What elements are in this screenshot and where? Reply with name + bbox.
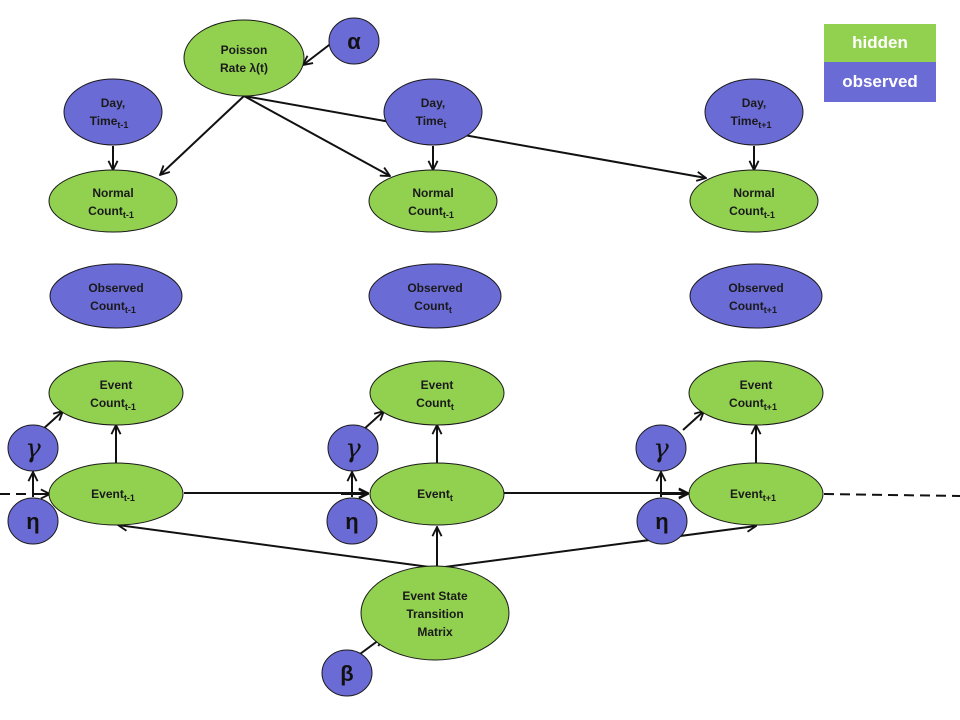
edge-poisson-normal-next (243, 95, 706, 178)
param-eta-next: η (636, 497, 688, 545)
alpha-label: α (347, 29, 361, 54)
svg-text:Countt-1: Countt-1 (90, 396, 136, 412)
param-beta: β (321, 649, 373, 697)
node-observed-count-prev: Observed Countt-1 (49, 263, 183, 329)
gamma-prev-label: γ (25, 434, 41, 464)
node-day-time-cur: Day, Timet (383, 78, 483, 146)
edge-dashed-outgoing (823, 493, 960, 497)
edge-transition-event-next (436, 526, 756, 569)
svg-text:Observed: Observed (88, 281, 143, 295)
legend-hidden-label: hidden (852, 33, 908, 52)
node-event-count-next: Event Countt+1 (688, 360, 824, 426)
param-eta-prev: η (7, 497, 59, 545)
svg-text:Event: Event (421, 378, 454, 392)
edge-alpha-poisson (303, 41, 334, 65)
svg-text:Day,: Day, (742, 96, 766, 110)
eta-cur-label: η (345, 509, 358, 534)
node-event-cur: Eventt (369, 462, 505, 526)
edge-transition-event-prev (118, 525, 438, 569)
legend-observed-swatch (824, 62, 936, 102)
svg-text:Observed: Observed (728, 281, 783, 295)
beta-label: β (340, 661, 353, 686)
svg-text:Normal: Normal (412, 186, 453, 200)
svg-text:Countt+1: Countt+1 (729, 299, 777, 315)
svg-text:Countt: Countt (414, 299, 452, 315)
svg-text:Countt-1: Countt-1 (408, 204, 454, 220)
svg-text:Countt+1: Countt+1 (729, 396, 777, 412)
svg-text:Countt-1: Countt-1 (729, 204, 775, 220)
node-poisson-rate: Poisson Rate λ(t) (183, 19, 305, 97)
svg-text:Event: Event (100, 378, 133, 392)
edge-gamma-prev-count (41, 411, 63, 431)
svg-text:Countt: Countt (416, 396, 454, 412)
svg-text:Transition: Transition (406, 607, 463, 621)
edge-poisson-normal-prev (160, 95, 245, 175)
param-alpha: α (328, 17, 380, 65)
edge-gamma-next-count (682, 411, 704, 431)
param-gamma-prev: γ (7, 424, 59, 472)
param-gamma-cur: γ (327, 424, 379, 472)
gamma-next-label: γ (653, 434, 669, 464)
svg-text:Normal: Normal (92, 186, 133, 200)
node-event-state-transition-matrix: Event State Transition Matrix (360, 565, 510, 661)
svg-text:Observed: Observed (407, 281, 462, 295)
svg-text:Day,: Day, (101, 96, 125, 110)
svg-text:Matrix: Matrix (417, 625, 453, 639)
svg-text:Day,: Day, (421, 96, 445, 110)
svg-text:Eventt+1: Eventt+1 (730, 487, 776, 503)
node-normal-count-prev: Normal Countt-1 (48, 169, 178, 233)
edges (0, 41, 960, 655)
svg-text:Poisson: Poisson (221, 43, 268, 57)
node-event-next: Eventt+1 (688, 462, 824, 526)
svg-text:Event State: Event State (402, 589, 468, 603)
node-observed-count-cur: Observed Countt (368, 263, 502, 329)
node-normal-count-next: Normal Countt-1 (689, 169, 819, 233)
gamma-cur-label: γ (345, 434, 361, 464)
node-event-prev: Eventt-1 (48, 462, 184, 526)
legend: hidden observed (824, 24, 936, 102)
svg-text:Timet: Timet (416, 114, 447, 130)
svg-text:Event: Event (740, 378, 773, 392)
legend-observed-label: observed (842, 72, 918, 91)
node-event-count-prev: Event Countt-1 (48, 360, 184, 426)
node-normal-count-cur: Normal Countt-1 (368, 169, 498, 233)
edge-gamma-cur-count (362, 411, 384, 431)
edge-poisson-normal-cur (243, 95, 390, 176)
svg-text:Timet-1: Timet-1 (90, 114, 129, 130)
svg-text:Rate λ(t): Rate λ(t) (220, 61, 268, 75)
svg-text:Countt-1: Countt-1 (90, 299, 136, 315)
svg-text:Normal: Normal (733, 186, 774, 200)
param-eta-cur: η (326, 497, 378, 545)
legend-hidden-swatch (824, 24, 936, 62)
svg-text:Eventt-1: Eventt-1 (91, 487, 135, 503)
node-day-time-next: Day, Timet+1 (704, 78, 804, 146)
node-observed-count-next: Observed Countt+1 (689, 263, 823, 329)
svg-text:Eventt: Eventt (417, 487, 453, 503)
eta-prev-label: η (26, 509, 39, 534)
node-day-time-prev: Day, Timet-1 (63, 78, 163, 146)
svg-text:Countt-1: Countt-1 (88, 204, 134, 220)
svg-text:Timet+1: Timet+1 (730, 114, 771, 130)
param-gamma-next: γ (635, 424, 687, 472)
eta-next-label: η (655, 509, 668, 534)
node-event-count-cur: Event Countt (369, 360, 505, 426)
